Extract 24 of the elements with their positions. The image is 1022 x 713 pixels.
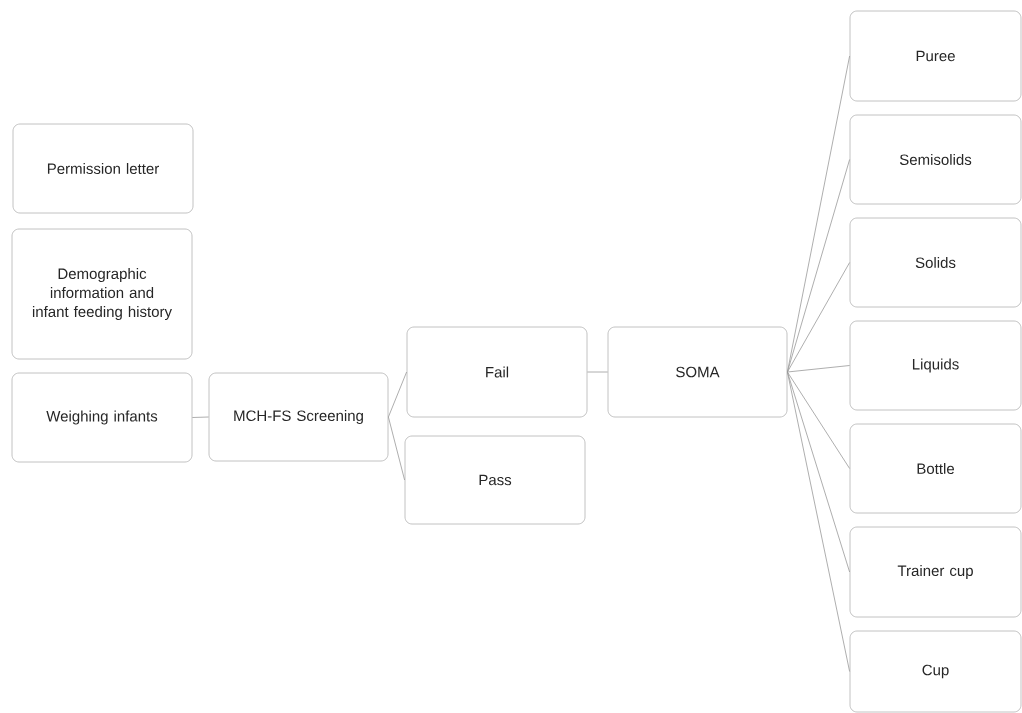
process-box: MCH-FS Screening — [208, 372, 389, 462]
connector-line — [192, 416, 209, 418]
process-box: Semisolids — [849, 114, 1022, 205]
connector-line — [787, 365, 850, 373]
connector-line — [388, 416, 405, 481]
process-box: SOMA — [607, 326, 788, 418]
process-box: Demographic information and infant feeding history — [11, 228, 193, 360]
connector-line — [787, 371, 850, 573]
process-box: Fail — [406, 326, 588, 418]
process-box: Cup — [849, 630, 1022, 713]
process-box: Pass — [404, 435, 586, 525]
process-box: Liquids — [849, 320, 1022, 411]
connector-line — [587, 371, 608, 373]
connector-line — [787, 159, 850, 373]
process-box: Puree — [849, 10, 1022, 102]
connector-line — [787, 371, 850, 469]
process-box: Bottle — [849, 423, 1022, 514]
connector-line — [787, 262, 850, 373]
connector-line — [388, 371, 407, 418]
process-box: Permission letter — [12, 123, 194, 214]
process-box: Trainer cup — [849, 526, 1022, 618]
process-box: Weighing infants — [11, 372, 193, 463]
connector-line — [787, 371, 850, 672]
process-box: Solids — [849, 217, 1022, 308]
